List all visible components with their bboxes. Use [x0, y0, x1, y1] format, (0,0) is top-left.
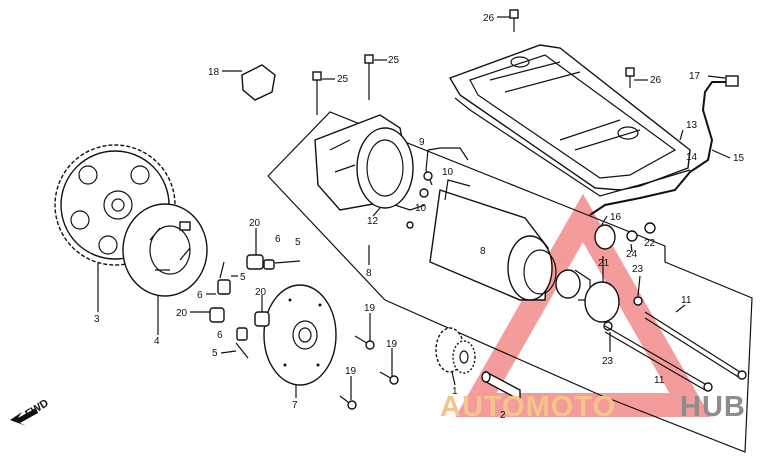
callout-16: 16 — [610, 212, 622, 223]
one-way-clutch — [122, 203, 208, 297]
top-bolts — [241, 9, 635, 115]
starter-clutch-outer — [263, 284, 337, 386]
terminal-wire — [394, 147, 469, 229]
callout-19a: 19 — [364, 303, 376, 314]
callout-20c: 20 — [176, 308, 188, 319]
callout-10a: 10 — [442, 167, 454, 178]
callout-11b: 11 — [654, 375, 665, 386]
callout-21: 21 — [598, 258, 610, 269]
callout-17: 17 — [689, 71, 701, 82]
callout-12: 12 — [367, 216, 379, 227]
callout-2: 2 — [500, 410, 506, 421]
callout-4: 4 — [154, 336, 160, 347]
callout-20b: 20 — [255, 287, 267, 298]
callout-10b: 10 — [415, 203, 427, 214]
callout-13: 13 — [686, 120, 698, 131]
callout-19b: 19 — [386, 339, 398, 350]
callout-18: 18 — [208, 67, 220, 78]
callout-3: 3 — [94, 314, 100, 325]
callout-6c: 6 — [217, 330, 223, 341]
fwd-arrow-icon: FWD — [10, 397, 51, 426]
callout-11a: 11 — [681, 295, 692, 306]
watermark-triangle — [455, 193, 711, 417]
fwd-label: FWD — [23, 397, 51, 420]
idle-gear — [435, 327, 476, 374]
callout-14: 14 — [686, 152, 698, 163]
callout-6b: 6 — [197, 290, 203, 301]
small-parts-right — [584, 222, 656, 331]
callout-15: 15 — [733, 153, 745, 164]
callout-22: 22 — [644, 238, 656, 249]
clutch-bolts — [339, 335, 399, 410]
callout-6a: 6 — [275, 234, 281, 245]
callout-8a: 8 — [480, 246, 486, 257]
callout-8b: 8 — [366, 268, 372, 279]
callout-5c: 5 — [212, 348, 218, 359]
callout-19c: 19 — [345, 366, 357, 377]
idle-gear-shaft — [481, 370, 521, 402]
section-outline — [267, 111, 753, 453]
callout-5a: 5 — [295, 237, 301, 248]
callout-26b: 26 — [650, 75, 662, 86]
callout-23b: 23 — [602, 356, 614, 367]
starter-cable — [589, 75, 739, 216]
callout-1: 1 — [452, 386, 458, 397]
callout-24: 24 — [626, 249, 638, 260]
callout-26a: 26 — [483, 13, 495, 24]
starter-clutch-housing — [314, 114, 414, 211]
callout-labels: 26 18 25 25 26 17 13 14 15 9 10 10 12 8 … — [94, 13, 745, 421]
leader-lines — [97, 16, 731, 400]
callout-5b: 5 — [240, 272, 246, 283]
callout-20a: 20 — [249, 218, 261, 229]
long-bolts — [604, 311, 747, 392]
watermark-part2: HUB — [680, 391, 746, 423]
watermark-part1: AUTOMOTO — [440, 391, 616, 423]
callout-9: 9 — [419, 137, 425, 148]
callout-25b: 25 — [337, 74, 349, 85]
callout-25a: 25 — [388, 55, 400, 66]
rollers-and-springs — [209, 254, 301, 359]
starter-motor — [429, 179, 591, 301]
watermark-text: AUTOMOTO HUB — [440, 391, 746, 423]
starter-cover — [448, 44, 691, 197]
callout-7: 7 — [292, 400, 298, 411]
callout-23a: 23 — [632, 264, 644, 275]
